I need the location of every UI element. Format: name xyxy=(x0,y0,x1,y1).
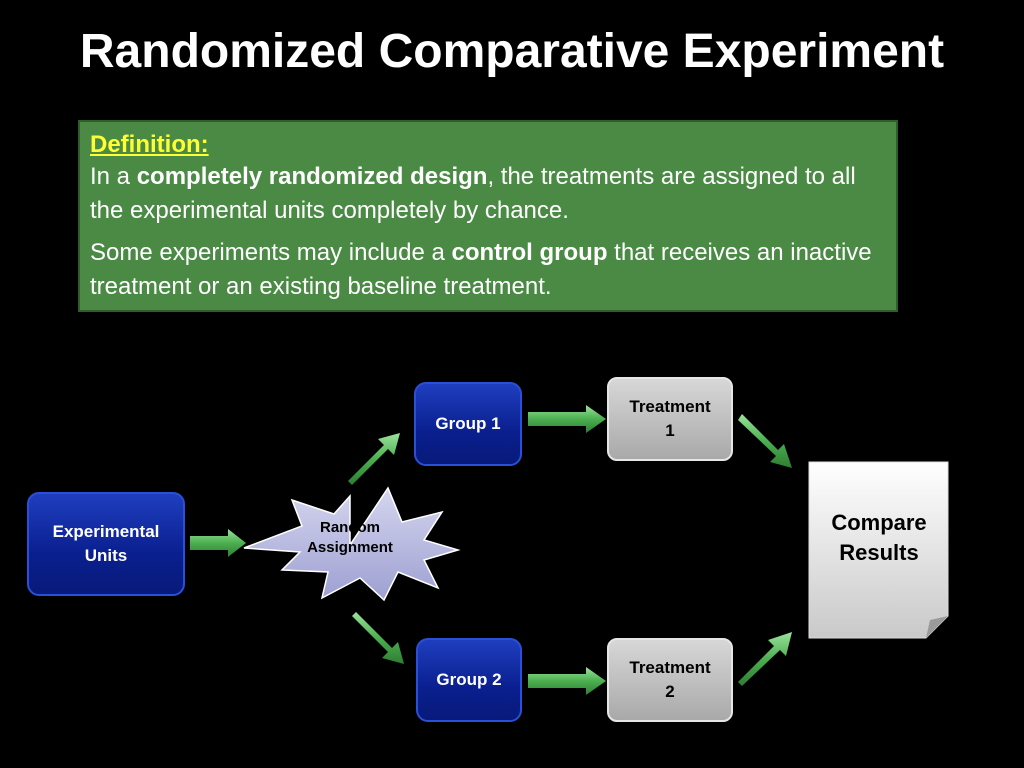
treatment-2-line-2: 2 xyxy=(665,682,675,701)
experimental-units-line-1: Experimental xyxy=(52,522,160,541)
arrow-treatment2-to-compare xyxy=(738,632,792,686)
experimental-units-line-2: Units xyxy=(84,546,128,565)
definition-text: that receives an inactive treatment or a… xyxy=(90,239,872,300)
treatment-1-line-1: Treatment xyxy=(629,397,711,416)
group-1-node: Group 1 xyxy=(414,382,522,466)
treatment-2-line-1: Treatment xyxy=(629,658,711,677)
compare-results-line-1: Compare xyxy=(831,510,927,535)
treatment-2-node: Treatment 2 xyxy=(607,638,733,722)
definition-text: Some experiments may include a xyxy=(90,239,452,266)
term-completely-randomized-design: completely randomized design xyxy=(136,163,488,190)
group-1-label: Group 1 xyxy=(435,414,501,433)
arrow-random-to-group2 xyxy=(352,612,404,664)
definition-paragraph-1: In a completely randomized design, the t… xyxy=(90,160,886,228)
treatment-1-line-2: 1 xyxy=(665,421,675,440)
definition-heading: Definition: xyxy=(90,131,209,158)
treatment-1-node: Treatment 1 xyxy=(607,377,733,461)
arrow-random-to-group1 xyxy=(348,433,400,485)
group-2-label: Group 2 xyxy=(436,670,502,689)
document-fold xyxy=(926,616,948,638)
definition-text: , the treatments are assigned to all the… xyxy=(90,163,856,224)
definition-paragraph-2: Some experiments may include a control g… xyxy=(90,236,886,304)
group-2-node: Group 2 xyxy=(416,638,522,722)
random-assignment-burst xyxy=(243,486,461,602)
random-assignment-line-1: Random xyxy=(320,519,380,536)
arrow-group2-to-treatment2 xyxy=(528,667,606,695)
random-assignment-line-2: Assignment xyxy=(307,539,393,556)
arrow-group1-to-treatment1 xyxy=(528,405,606,433)
definition-box: Definition: In a completely randomized d… xyxy=(78,120,898,312)
term-control-group: control group xyxy=(451,239,608,266)
arrow-treatment1-to-compare xyxy=(738,414,792,468)
definition-text: In a xyxy=(90,163,137,190)
slide-title: Randomized Comparative Experiment xyxy=(79,25,945,78)
compare-results-line-2: Results xyxy=(839,540,919,565)
arrow-units-to-random xyxy=(190,529,246,557)
